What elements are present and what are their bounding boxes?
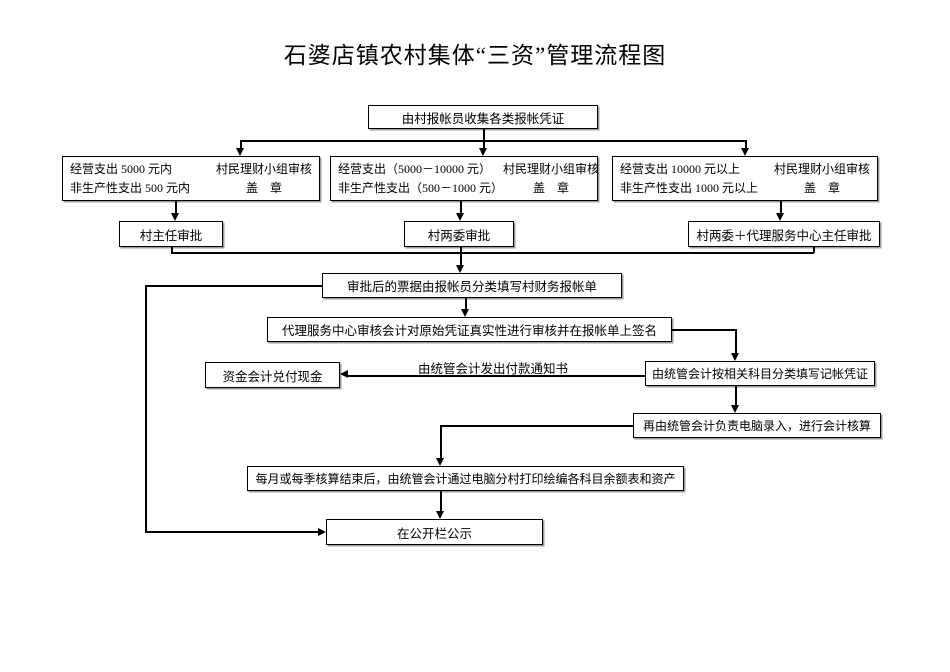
node-label: 村两委审批	[427, 228, 491, 243]
node-label: 在公开栏公示	[396, 526, 472, 541]
criteria-review-column: 村民理财小组审核 盖 章	[503, 160, 599, 198]
connector-line	[346, 375, 645, 377]
arrowhead-down-icon	[436, 511, 444, 519]
connector-line	[460, 247, 462, 267]
criteria-review-column: 村民理财小组审核 盖 章	[774, 160, 870, 198]
criteria-review-line: 村民理财小组审核	[503, 161, 600, 176]
criteria-review-line: 村民理财小组审核	[773, 161, 870, 176]
arrowhead-down-icon	[776, 213, 784, 221]
criteria-nonproductive-line: 非生产性支出 1000 元以上	[620, 180, 759, 195]
page-title: 石婆店镇农村集体“三资”管理流程图	[283, 43, 667, 68]
node-criteria-small-expense: 经营支出 5000 元内 非生产性支出 500 元内 村民理财小组审核 盖 章	[62, 156, 320, 201]
connector-line	[813, 247, 815, 253]
criteria-seal-line: 盖 章	[245, 180, 282, 195]
node-label: 每月或每季核算结束后，由统管会计通过电脑分村打印绘编各科目余额表和资产	[255, 472, 676, 486]
node-public-announcement: 在公开栏公示	[326, 519, 543, 545]
node-computer-entry: 再由统管会计负责电脑录入，进行会计核算	[633, 413, 881, 438]
connector-line	[440, 425, 442, 460]
node-approve-two-committees: 村两委审批	[404, 221, 514, 247]
arrowhead-down-icon	[731, 405, 739, 413]
criteria-amount-column: 经营支出 10000 元以上 非生产性支出 1000 元以上	[620, 160, 758, 198]
node-approve-committees-center-director: 村两委＋代理服务中心主任审批	[688, 221, 880, 247]
criteria-seal-line: 盖 章	[803, 180, 840, 195]
arrowhead-down-icon	[479, 148, 487, 156]
connector-line	[483, 129, 485, 150]
connector-line	[465, 298, 467, 311]
node-approve-village-head: 村主任审批	[119, 221, 223, 247]
arrowhead-down-icon	[236, 148, 244, 156]
arrowhead-down-icon	[741, 148, 749, 156]
node-label: 村两委＋代理服务中心主任审批	[696, 228, 872, 243]
connector-line	[240, 140, 746, 142]
connector-line	[171, 247, 173, 253]
criteria-amount-column: 经营支出（5000－10000 元） 非生产性支出（500－1000 元）	[338, 160, 503, 198]
connector-line	[145, 285, 322, 287]
connector-line	[175, 201, 177, 214]
connector-line	[780, 201, 782, 214]
arrowhead-down-icon	[461, 309, 469, 317]
criteria-amount-column: 经营支出 5000 元内 非生产性支出 500 元内	[70, 160, 190, 198]
node-criteria-medium-expense: 经营支出（5000－10000 元） 非生产性支出（500－1000 元） 村民…	[330, 156, 599, 201]
connector-line	[460, 201, 462, 214]
node-label: 再由统管会计负责电脑录入，进行会计核算	[642, 419, 871, 433]
connector-line	[745, 140, 747, 150]
criteria-nonproductive-line: 非生产性支出（500－1000 元）	[338, 180, 504, 195]
connector-line	[735, 386, 737, 407]
arrowhead-down-icon	[171, 213, 179, 221]
criteria-review-column: 村民理财小组审核 盖 章	[216, 160, 312, 198]
connector-line	[145, 531, 319, 533]
node-label: 由统管会计按相关科目分类填写记帐凭证	[651, 367, 868, 381]
arrowhead-down-icon	[436, 458, 444, 466]
connector-line	[735, 329, 737, 355]
criteria-expense-line: 经营支出 10000 元以上	[620, 161, 741, 176]
node-monthly-print-balance: 每月或每季核算结束后，由统管会计通过电脑分村打印绘编各科目余额表和资产	[247, 466, 684, 491]
node-label: 代理服务中心审核会计对原始凭证真实性进行审核并在报帐单上签名	[281, 324, 657, 338]
criteria-review-line: 村民理财小组审核	[215, 161, 312, 176]
node-label: 由村报帐员收集各类报帐凭证	[401, 111, 565, 126]
node-audit-sign: 代理服务中心审核会计对原始凭证真实性进行审核并在报帐单上签名	[267, 317, 672, 342]
arrowhead-left-icon	[340, 370, 348, 378]
node-bookkeeping-voucher: 由统管会计按相关科目分类填写记帐凭证	[645, 361, 875, 386]
criteria-nonproductive-line: 非生产性支出 500 元内	[70, 180, 191, 195]
node-label: 资金会计兑付现金	[222, 369, 323, 384]
arrowhead-right-icon	[318, 528, 326, 536]
node-cash-payment: 资金会计兑付现金	[205, 362, 340, 388]
connector-line	[171, 252, 814, 254]
connector-line	[440, 491, 442, 513]
node-fill-report-form: 审批后的票据由报帐员分类填写村财务报帐单	[322, 273, 622, 298]
arrowhead-down-icon	[456, 265, 464, 273]
arrowhead-down-icon	[731, 353, 739, 361]
connector-line	[145, 285, 147, 533]
connector-line	[672, 329, 736, 331]
connector-line	[240, 140, 242, 150]
node-collect-vouchers: 由村报帐员收集各类报帐凭证	[368, 105, 598, 129]
arrowhead-down-icon	[456, 213, 464, 221]
criteria-seal-line: 盖 章	[533, 180, 570, 195]
criteria-expense-line: 经营支出 5000 元内	[70, 161, 173, 176]
node-label: 村主任审批	[139, 228, 203, 243]
node-label: 审批后的票据由报帐员分类填写村财务报帐单	[346, 280, 597, 294]
edge-label-payment-notice: 由统管会计发出付款通知书	[417, 362, 568, 376]
criteria-expense-line: 经营支出（5000－10000 元）	[338, 161, 492, 176]
connector-line	[440, 425, 633, 427]
node-criteria-large-expense: 经营支出 10000 元以上 非生产性支出 1000 元以上 村民理财小组审核 …	[612, 156, 878, 201]
